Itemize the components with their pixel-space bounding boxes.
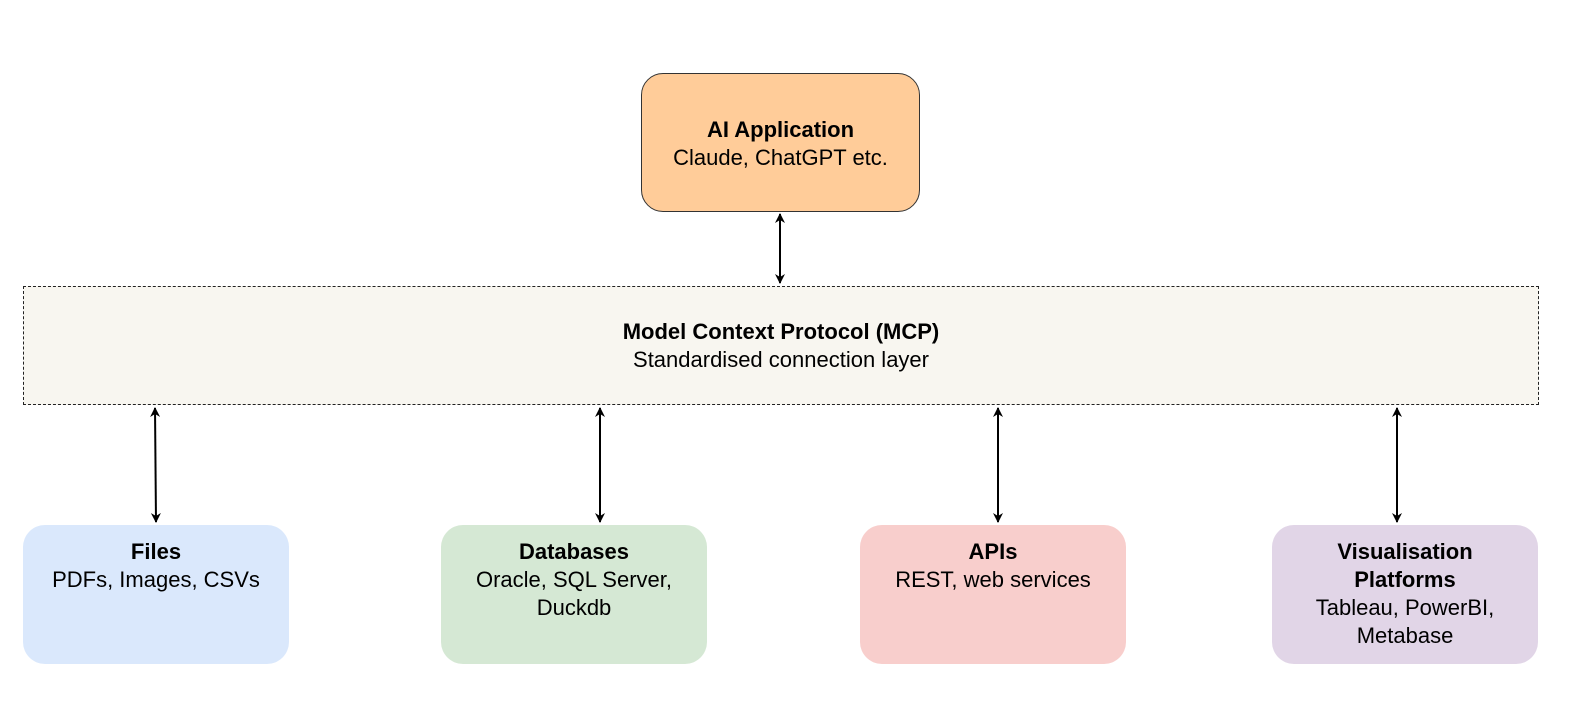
- apis-title: APIs: [968, 539, 1018, 564]
- arrow-mcp-files: [150, 407, 161, 523]
- apis-node: APIs REST, web services: [860, 525, 1126, 664]
- files-node: Files PDFs, Images, CSVs: [23, 525, 289, 664]
- databases-title: Databases: [518, 539, 630, 564]
- ai-application-title: AI Application: [706, 117, 855, 142]
- databases-subtitle: Oracle, SQL Server, Duckdb: [475, 567, 673, 620]
- files-subtitle: PDFs, Images, CSVs: [52, 567, 260, 592]
- apis-subtitle: REST, web services: [895, 567, 1091, 592]
- mcp-layer-node: Model Context Protocol (MCP) Standardise…: [23, 286, 1539, 405]
- files-title: Files: [130, 539, 182, 564]
- databases-node: Databases Oracle, SQL Server, Duckdb: [441, 525, 707, 664]
- visualisation-platforms-node: Visualisation Platforms Tableau, PowerBI…: [1272, 525, 1538, 664]
- visualisation-title: Visualisation Platforms: [1337, 539, 1473, 592]
- visualisation-subtitle: Tableau, PowerBI, Metabase: [1315, 595, 1495, 648]
- ai-application-subtitle: Claude, ChatGPT etc.: [673, 145, 888, 170]
- mcp-layer-subtitle: Standardised connection layer: [633, 347, 929, 372]
- ai-application-node: AI Application Claude, ChatGPT etc.: [641, 73, 920, 212]
- mcp-layer-title: Model Context Protocol (MCP): [622, 319, 940, 344]
